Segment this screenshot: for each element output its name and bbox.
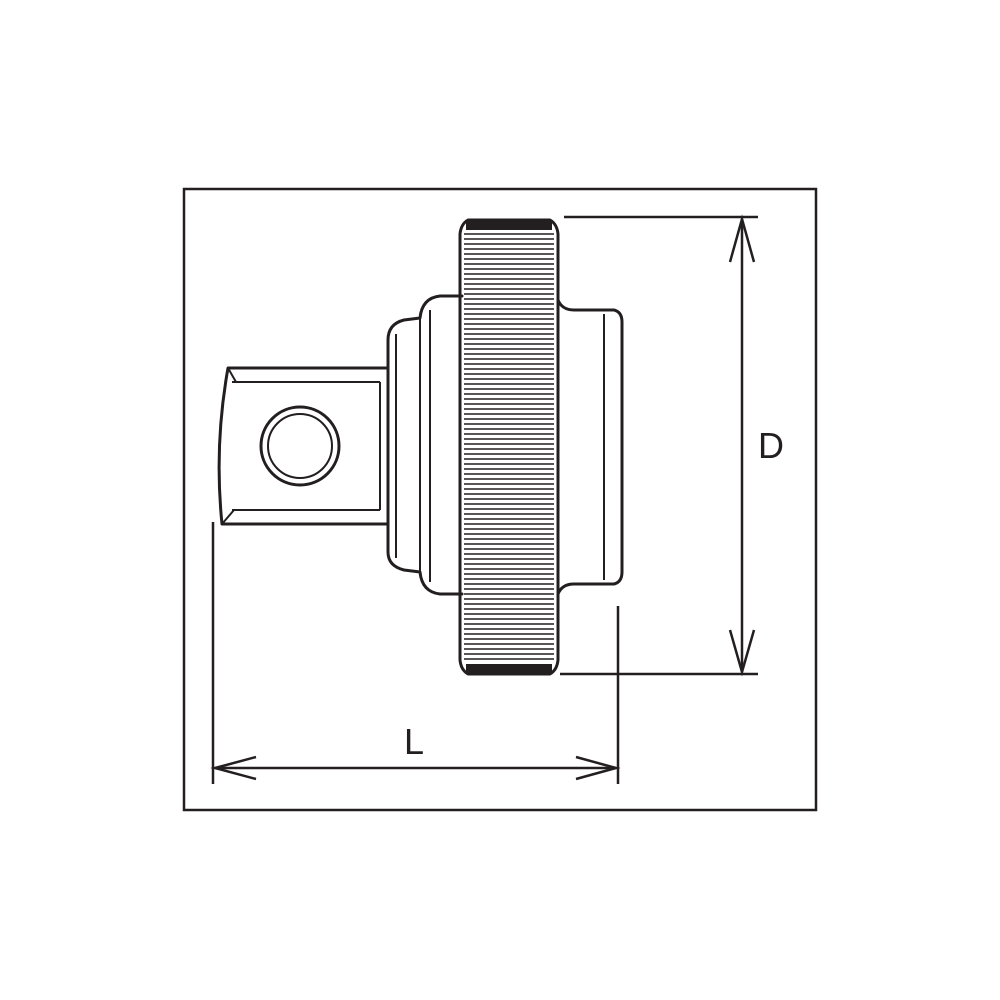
dimension-d <box>560 214 758 677</box>
dimension-l-label: L <box>404 721 424 762</box>
knurled-ring <box>458 218 560 676</box>
right-hub <box>556 298 624 596</box>
detent-ball-hole <box>259 405 341 487</box>
collar <box>386 294 464 596</box>
dimension-l <box>210 522 621 784</box>
knurl-lines <box>464 233 554 660</box>
dimension-d-label: D <box>758 425 784 466</box>
diagram-frame <box>182 187 818 812</box>
square-drive <box>217 366 390 526</box>
